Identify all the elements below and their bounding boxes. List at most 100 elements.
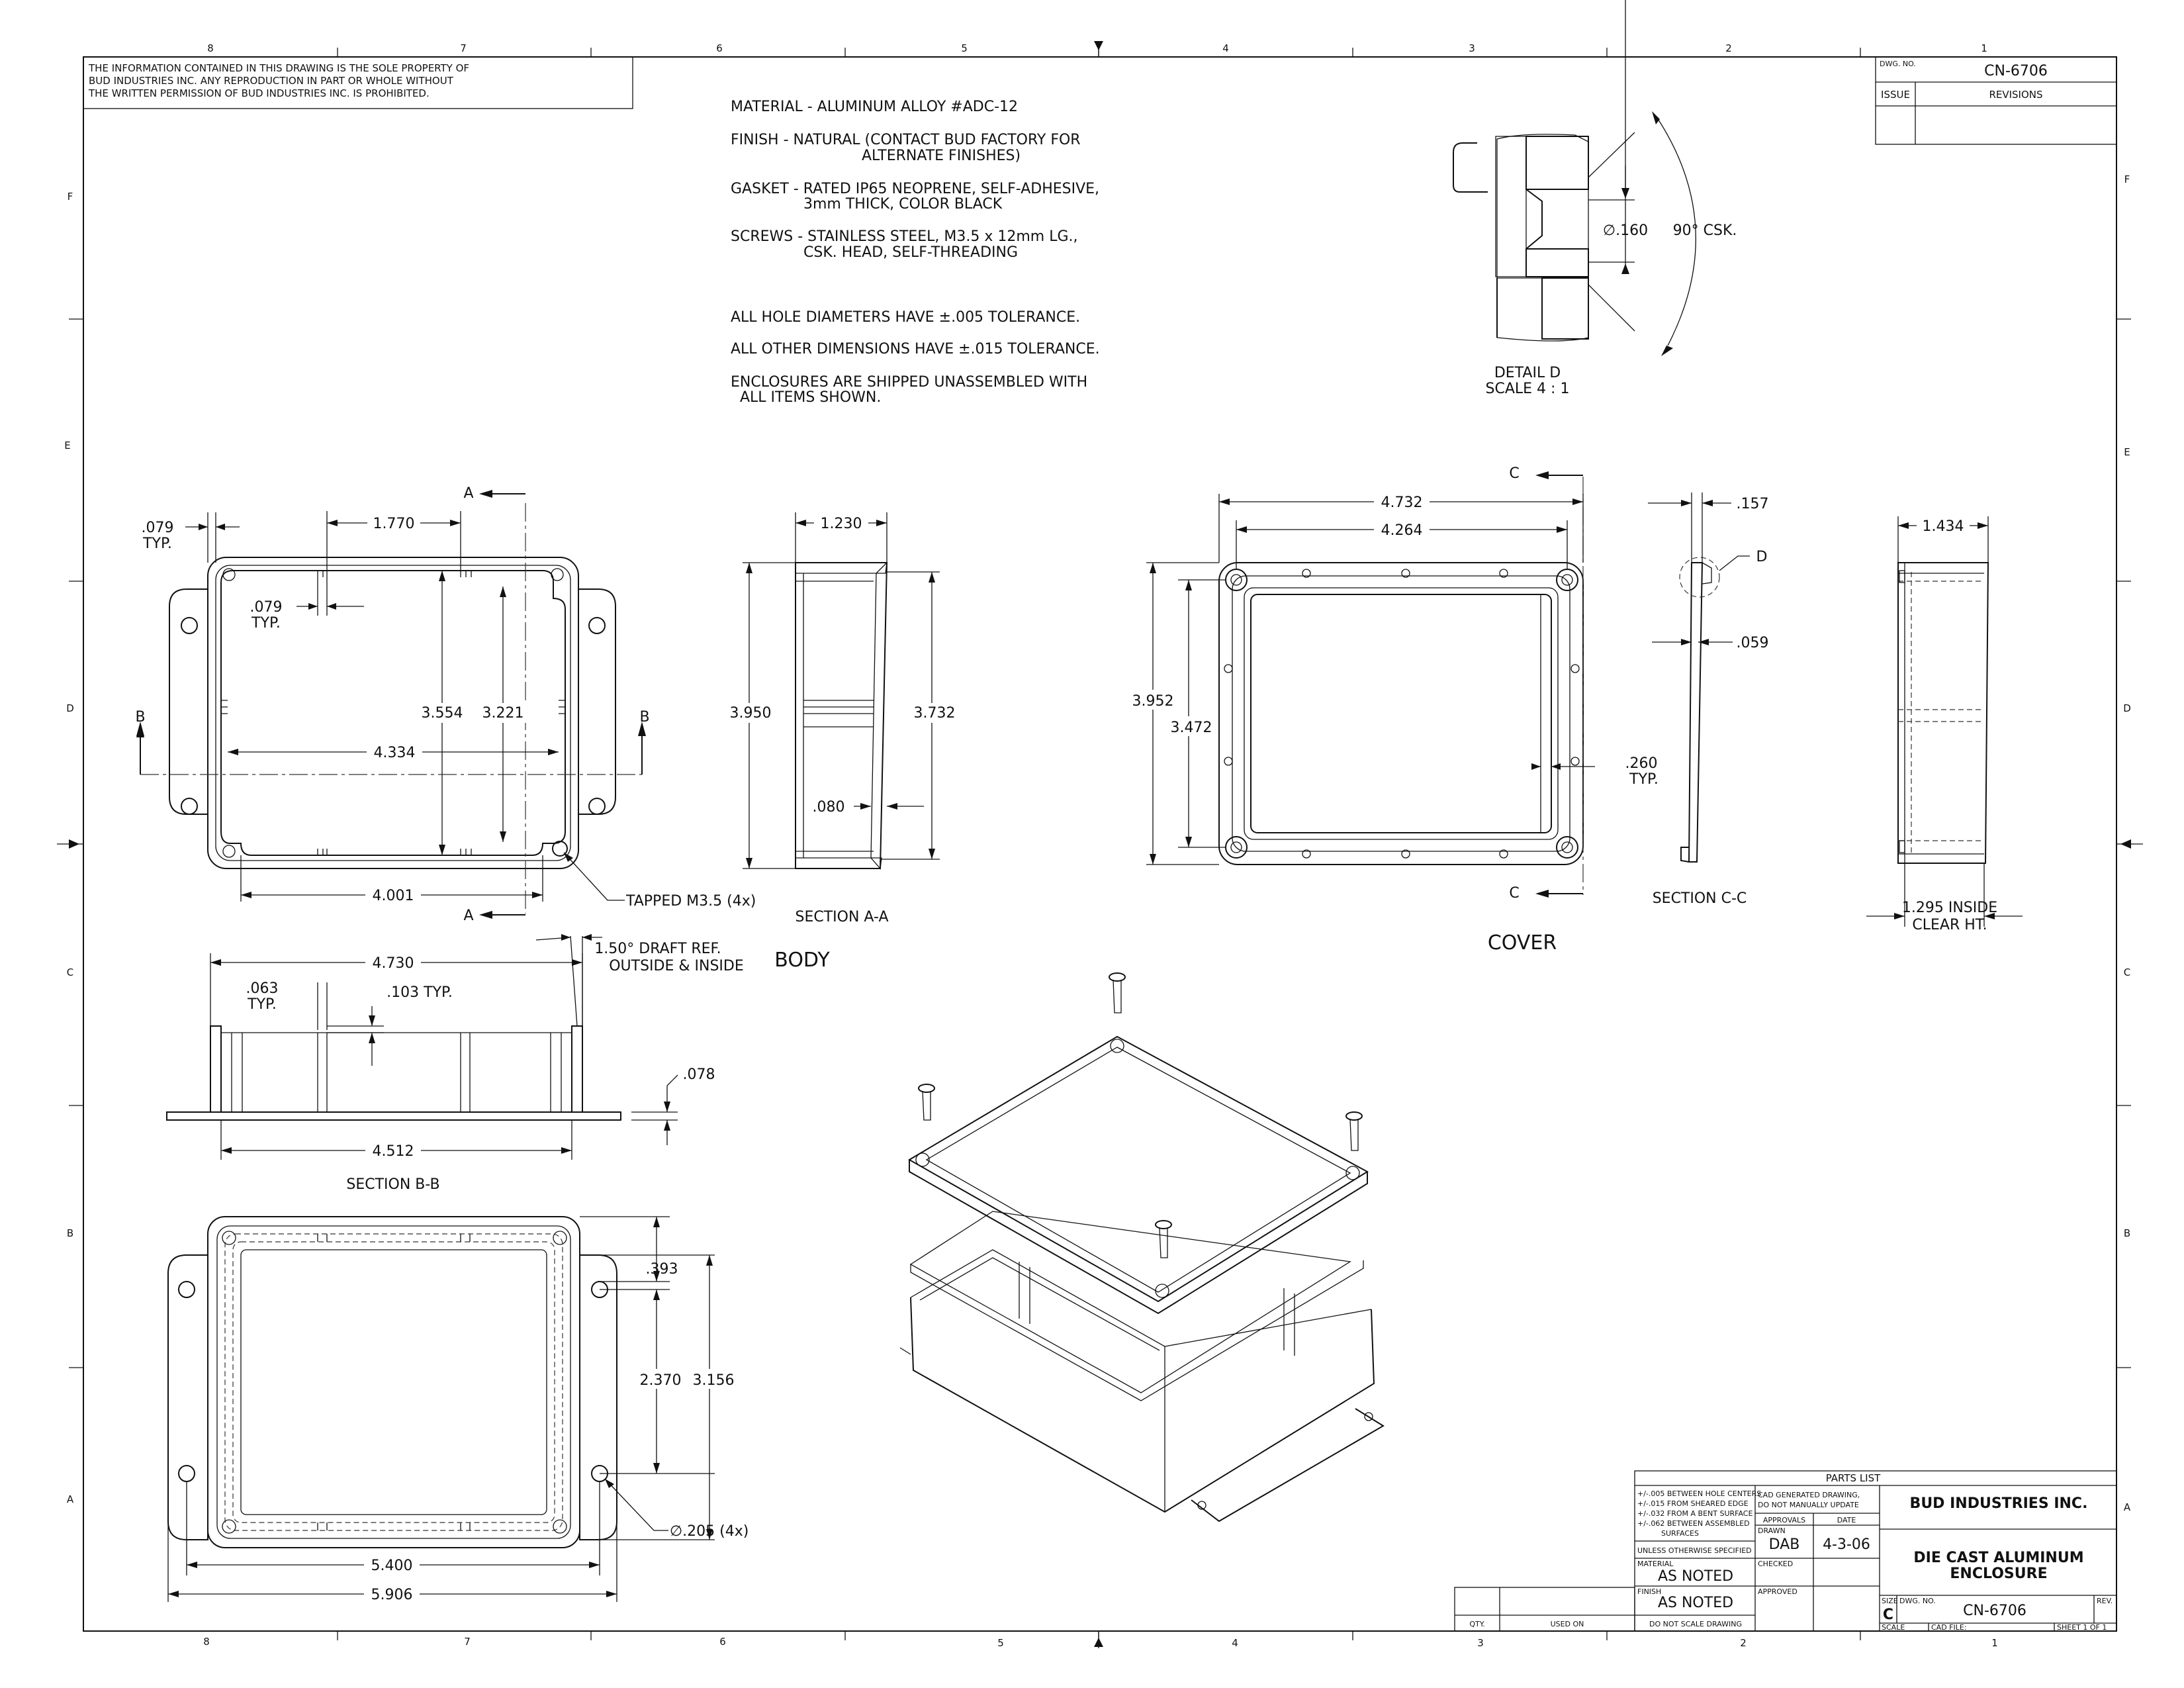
row-right-F: F — [2124, 173, 2130, 185]
tb-date: DATE — [1837, 1516, 1856, 1524]
dim-4732: 4.732 — [1381, 494, 1423, 511]
draft-2: OUTSIDE & INSIDE — [609, 958, 744, 974]
tb-dwg-no: CN-6706 — [1963, 1603, 2026, 1619]
dim-3732: 3.732 — [914, 705, 956, 722]
tb-material-val: AS NOTED — [1658, 1568, 1733, 1585]
tb-material-label: MATERIAL — [1637, 1560, 1674, 1568]
tb-tol-5: SURFACES — [1661, 1529, 1699, 1538]
dim-5400: 5.400 — [371, 1558, 413, 1574]
dim-1434: 1.434 — [1923, 518, 1964, 535]
rev-dwg-no-label: DWG. NO. — [1880, 60, 1916, 68]
tb-used-on: USED ON — [1551, 1620, 1584, 1628]
zone-bottom-8: 8 — [203, 1636, 210, 1648]
zone-top-5: 5 — [961, 42, 968, 54]
notice-line-1: THE INFORMATION CONTAINED IN THIS DRAWIN… — [88, 62, 469, 74]
note-gasket-2: 3mm THICK, COLOR BLACK — [803, 196, 1003, 212]
tb-tol-1: +/-.005 BETWEEN HOLE CENTERS — [1637, 1489, 1761, 1498]
dim-1770: 1.770 — [373, 516, 415, 532]
tb-parts-list: PARTS LIST — [1826, 1472, 1881, 1484]
section-a-a: 1.230 3.950 3.732 .080 SECTION A-A — [724, 512, 958, 925]
tb-title-1: DIE CAST ALUMINUM — [1913, 1550, 2083, 1566]
note-tol-holes: ALL HOLE DIAMETERS HAVE ±.005 TOLERANCE. — [731, 309, 1080, 326]
zone-labels: 8 7 6 5 4 3 2 1 8 7 6 5 4 3 2 1 F E D C … — [64, 42, 2131, 1649]
dim-063: .063 — [246, 980, 279, 997]
zone-bottom-1: 1 — [1991, 1637, 1998, 1649]
dim-063-typ: TYP. — [247, 996, 277, 1013]
note-screws-1: SCREWS - STAINLESS STEEL, M3.5 x 12mm LG… — [731, 228, 1078, 245]
zone-top-7: 7 — [460, 42, 467, 54]
section-c-c: D .157 .059 SECTION C-C — [1648, 492, 1768, 907]
dim-3952: 3.952 — [1132, 693, 1174, 710]
general-notes: MATERIAL - ALUMINUM ALLOY #ADC-12 FINISH… — [731, 99, 1100, 406]
tb-drawn: DRAWN — [1758, 1526, 1786, 1535]
zone-bottom-3: 3 — [1477, 1637, 1484, 1649]
row-left-F: F — [68, 191, 73, 203]
body-label: BODY — [774, 949, 830, 972]
inside-2: CLEAR HT. — [1912, 917, 1987, 933]
section-cc-title: SECTION C-C — [1653, 890, 1747, 907]
cover-sec-c-bottom: C — [1509, 885, 1519, 902]
tb-size: C — [1883, 1607, 1893, 1623]
body-bottom-view: .393 2.370 3.156 ∅.205 (4x) 5.400 — [167, 1216, 749, 1603]
tb-drawn-by: DAB — [1769, 1536, 1800, 1553]
body-sec-a-top: A — [463, 485, 473, 502]
tb-approvals: APPROVALS — [1763, 1516, 1805, 1524]
drawing-border — [57, 41, 2143, 1648]
row-right-E: E — [2124, 446, 2130, 458]
dim-059: .059 — [1737, 635, 1769, 651]
tb-size-label: SIZE — [1882, 1597, 1898, 1605]
zone-bottom-6: 6 — [719, 1636, 726, 1648]
cover-label: COVER — [1488, 931, 1557, 955]
dim-D: D — [1756, 549, 1768, 565]
title-block: PARTS LIST +/-.005 BETWEEN HOLE CENTERS … — [1454, 1470, 2117, 1632]
tb-unless: UNLESS OTHERWISE SPECIFIED — [1637, 1546, 1752, 1555]
notice-line-2: BUD INDUSTRIES INC. ANY REPRODUCTION IN … — [89, 75, 454, 87]
body-sec-b-left: B — [135, 709, 145, 726]
dim-079-b-typ: TYP. — [251, 615, 281, 632]
tb-finish-label: FINISH — [1637, 1587, 1661, 1596]
tb-dwg-no-label: DWG. NO. — [1899, 1597, 1936, 1605]
screw-4 — [1155, 1220, 1172, 1258]
tb-approved: APPROVED — [1758, 1587, 1797, 1596]
tb-title-2: ENCLOSURE — [1950, 1566, 2047, 1582]
section-bb-title: SECTION B-B — [346, 1176, 439, 1193]
zone-bottom-5: 5 — [997, 1637, 1004, 1649]
cover-view: C C 4.732 4.264 3.952 3.472 — [1128, 465, 1659, 955]
cover-sec-c-top: C — [1509, 465, 1519, 482]
dim-4264: 4.264 — [1381, 522, 1423, 539]
note-shipped-1: ENCLOSURES ARE SHIPPED UNASSEMBLED WITH — [731, 374, 1087, 391]
detail-d-angle: 90° CSK. — [1673, 222, 1737, 239]
dim-079-a: .079 — [142, 520, 174, 536]
dim-078: .078 — [683, 1066, 715, 1083]
tb-drawn-date: 4-3-06 — [1823, 1536, 1870, 1553]
row-right-C: C — [2124, 966, 2130, 978]
tb-qty: QTY. — [1469, 1620, 1484, 1628]
dim-3472: 3.472 — [1171, 720, 1212, 736]
dim-103: .103 TYP. — [387, 984, 453, 1001]
dim-3950: 3.950 — [730, 705, 772, 722]
tb-company: BUD INDUSTRIES INC. — [1910, 1495, 2088, 1512]
tb-cad-2: DO NOT MANUALLY UPDATE — [1758, 1501, 1859, 1509]
row-right-A: A — [2124, 1501, 2131, 1513]
rev-revisions-label: REVISIONS — [1989, 89, 2042, 101]
rev-issue-label: ISSUE — [1881, 89, 1910, 101]
row-left-E: E — [64, 440, 70, 451]
tb-scale-label: SCALE — [1882, 1623, 1905, 1632]
dim-3156: 3.156 — [693, 1372, 735, 1389]
screw-2 — [918, 1084, 935, 1121]
tb-tol-3: +/-.032 FROM A BENT SURFACE — [1637, 1509, 1752, 1518]
zone-top-8: 8 — [207, 42, 214, 54]
zone-bottom-2: 2 — [1740, 1637, 1747, 1649]
row-right-B: B — [2124, 1227, 2130, 1239]
section-b-b: 4.730 1.50° DRAFT REF. OUTSIDE & INSIDE … — [166, 934, 744, 1193]
dim-3221: 3.221 — [482, 705, 524, 722]
detail-d-dia: ∅.160 — [1603, 222, 1648, 239]
dim-3554: 3.554 — [422, 705, 463, 722]
dim-393: .393 — [646, 1261, 678, 1278]
note-finish-2: ALTERNATE FINISHES) — [862, 148, 1021, 164]
row-left-C: C — [67, 966, 73, 978]
dim-2370: 2.370 — [640, 1372, 682, 1389]
row-left-A: A — [67, 1493, 74, 1505]
dim-5906: 5.906 — [371, 1587, 413, 1603]
